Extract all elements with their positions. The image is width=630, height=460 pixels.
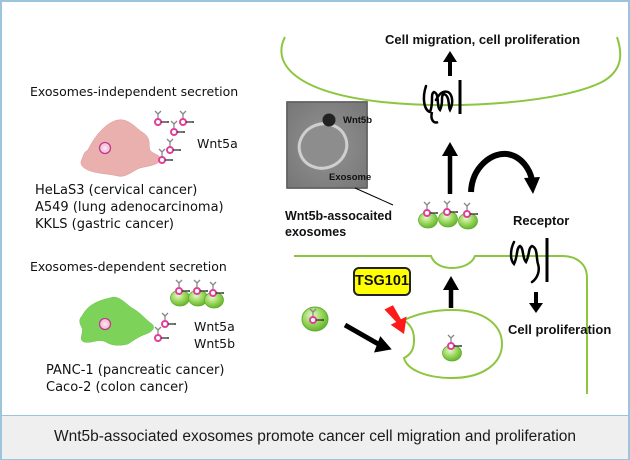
red-arrow-icon [384, 305, 407, 335]
wnt5b-exosome-cluster [419, 201, 479, 229]
label-line: Wnt5b-assocaited [285, 209, 392, 223]
arrow-uptake [343, 322, 382, 348]
tsg101-box: TSG101 [353, 267, 411, 296]
em-micrograph [286, 101, 368, 189]
independent-secretion-title: Exosomes-independent secretion [30, 84, 239, 99]
immunogold-particle [322, 113, 336, 127]
dependent-ligand-labels: Wnt5a Wnt5b [194, 318, 235, 352]
secreted-exosomes [171, 280, 225, 308]
wnt5a-label: Wnt5a [197, 136, 238, 151]
wnt5a-ligands [154, 110, 195, 164]
cancer-cell-wnt5a-only [80, 119, 161, 177]
em-exosome-label: Exosome [329, 172, 372, 183]
cancer-cell-exosome-secreting [79, 296, 154, 346]
cell-line-item: PANC-1 (pancreatic cancer) [46, 363, 225, 378]
caption-bar: Wnt5b-associated exosomes promote cancer… [2, 415, 628, 459]
cell-line-item: HeLaS3 (cervical cancer) [35, 183, 198, 198]
migration-outcome-label: Cell migration, cell proliferation [385, 32, 581, 47]
producer-cell-membrane [294, 255, 588, 394]
curved-arrow-autocrine [468, 150, 535, 193]
target-cell-membrane [280, 36, 622, 107]
wnt5b-exosomes-label: Wnt5b-assocaited exosomes [285, 208, 392, 240]
wnt5a-label: Wnt5a [194, 319, 235, 334]
figure-caption: Wnt5b-associated exosomes promote cancer… [53, 428, 577, 445]
dependent-secretion-title: Exosomes-dependent secretion [30, 259, 227, 274]
diagram-canvas [79, 36, 622, 394]
wnt5ab-ligands [154, 312, 177, 342]
callout-line [354, 187, 394, 206]
cell-line-item: KKLS (gastric cancer) [35, 217, 174, 232]
em-wnt5b-label: Wnt5b [343, 115, 373, 126]
proliferation-outcome-label: Cell proliferation [508, 322, 612, 337]
cell-line-item: A549 (lung adenocarcinoma) [35, 200, 224, 215]
dependent-cell-lines: PANC-1 (pancreatic cancer) Caco-2 (colon… [46, 362, 224, 396]
receptor-icon-lower [509, 238, 549, 284]
cell-line-item: Caco-2 (colon cancer) [46, 380, 189, 395]
receptor-icon-top [422, 80, 462, 124]
incoming-exosome [301, 306, 329, 332]
label-line: exosomes [285, 225, 347, 239]
independent-cell-lines: HeLaS3 (cervical cancer) A549 (lung aden… [35, 182, 224, 233]
receptor-label: Receptor [513, 213, 570, 228]
wnt5b-label: Wnt5b [194, 336, 236, 351]
